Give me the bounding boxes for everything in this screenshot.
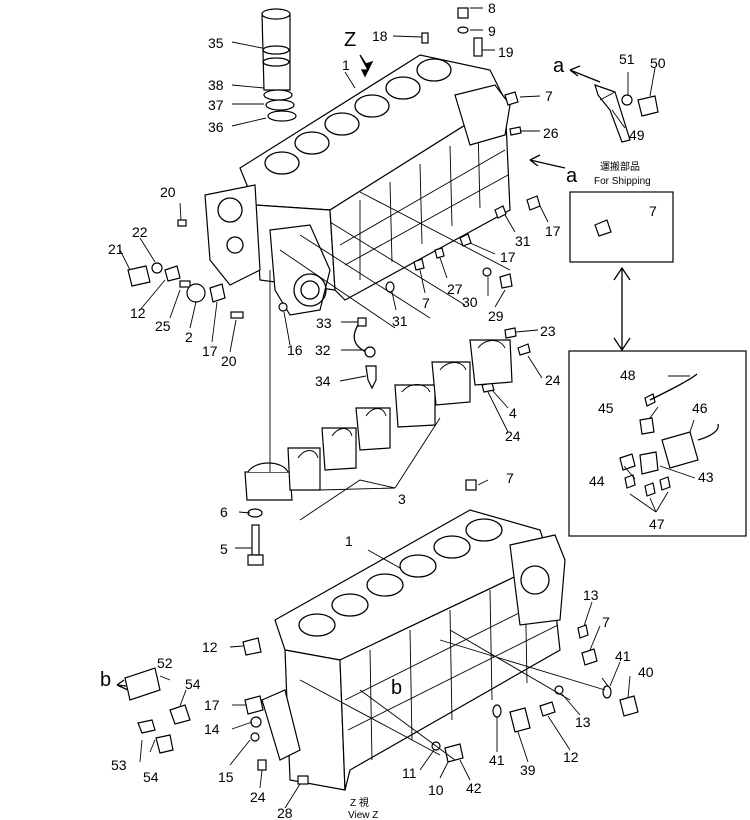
callout-10: 10: [428, 782, 444, 798]
callout-30: 30: [462, 294, 478, 310]
callout-21: 21: [108, 241, 124, 257]
callout-40: 40: [638, 664, 654, 680]
double-arrow: [613, 266, 631, 352]
callout-39: 39: [520, 762, 536, 778]
callout-26: 26: [543, 125, 559, 141]
callout-31: 31: [515, 233, 531, 249]
block-b-label: b: [391, 677, 402, 699]
callout-17: 17: [500, 249, 516, 265]
callout-31: 31: [392, 313, 408, 329]
callout-7: 7: [649, 203, 657, 219]
view-z-label-jp: Z 視: [350, 796, 369, 809]
callout-43: 43: [698, 469, 714, 485]
callout-13: 13: [575, 714, 591, 730]
callout-14: 14: [204, 721, 220, 737]
callout-12: 12: [563, 749, 579, 765]
callout-2: 2: [185, 329, 193, 345]
callout-3: 3: [398, 491, 406, 507]
main-bearing-caps: [244, 339, 513, 501]
callout-7: 7: [545, 88, 553, 104]
callout-labels: 1 1 2 3 4 5 6 7 7 7 7 7 8 9 10 11 12 12 …: [108, 0, 714, 820]
callout-7: 7: [506, 470, 514, 486]
shipping-label-jp: 運搬部品: [600, 160, 640, 173]
sensor-parts-box: [568, 350, 747, 537]
callout-54: 54: [185, 676, 201, 692]
sensor-parts: [619, 373, 719, 497]
callout-16: 16: [287, 342, 303, 358]
callout-42: 42: [466, 780, 482, 796]
lower-cylinder-block: [261, 509, 566, 791]
arrow-b-label: b: [100, 669, 111, 691]
callout-51: 51: [619, 51, 635, 67]
callout-24: 24: [545, 372, 561, 388]
cylinder-liner-assembly: [261, 8, 297, 122]
shipping-part-box: [569, 191, 674, 263]
callout-38: 38: [208, 77, 224, 93]
callout-11: 11: [402, 765, 417, 781]
callout-29: 29: [488, 308, 504, 324]
callout-24: 24: [250, 789, 266, 805]
callout-22: 22: [132, 224, 148, 240]
callout-17: 17: [202, 343, 218, 359]
callout-1: 1: [342, 57, 350, 73]
arrow-a-label-top: a: [553, 55, 565, 77]
callout-1: 1: [345, 533, 353, 549]
callout-45: 45: [598, 400, 614, 416]
callout-37: 37: [208, 97, 224, 113]
callout-6: 6: [220, 504, 228, 520]
callout-46: 46: [692, 400, 708, 416]
callout-17: 17: [545, 223, 561, 239]
callout-28: 28: [277, 805, 293, 820]
callout-33: 33: [316, 315, 332, 331]
callout-41: 41: [615, 648, 631, 664]
callout-17: 17: [204, 697, 220, 713]
arrow-a-label-right: a: [566, 165, 578, 187]
callout-20: 20: [221, 353, 237, 369]
callout-54: 54: [143, 769, 159, 785]
callout-25: 25: [155, 318, 171, 334]
shipping-label-en: For Shipping: [594, 176, 651, 187]
callout-13: 13: [583, 587, 599, 603]
callout-47: 47: [649, 516, 665, 532]
callout-8: 8: [488, 0, 496, 16]
callout-36: 36: [208, 119, 224, 135]
callout-12: 12: [202, 639, 218, 655]
callout-23: 23: [540, 323, 556, 339]
callout-24: 24: [505, 428, 521, 444]
callout-5: 5: [220, 541, 228, 557]
callout-35: 35: [208, 35, 224, 51]
callout-41: 41: [489, 752, 505, 768]
callout-4: 4: [509, 405, 517, 421]
shipping-bracket: [594, 84, 659, 143]
callout-7: 7: [422, 295, 430, 311]
callout-20: 20: [160, 184, 176, 200]
view-z-letter: Z: [344, 29, 356, 51]
callout-9: 9: [488, 23, 496, 39]
callout-44: 44: [589, 473, 605, 489]
view-z-label-en: View Z: [348, 810, 378, 820]
callout-52: 52: [157, 655, 173, 671]
callout-7: 7: [602, 614, 610, 630]
callout-48: 48: [620, 367, 636, 383]
callout-27: 27: [447, 281, 463, 297]
callout-12: 12: [130, 305, 146, 321]
upper-cylinder-block: [204, 54, 511, 316]
callout-53: 53: [111, 757, 127, 773]
callout-19: 19: [498, 44, 514, 60]
callout-15: 15: [218, 769, 234, 785]
callout-32: 32: [315, 342, 331, 358]
callout-34: 34: [315, 373, 331, 389]
leader-lines: [116, 7, 696, 809]
lower-small-parts: [124, 479, 639, 785]
upper-small-parts: [127, 7, 541, 393]
reference-letters: Z a a b b 運搬部品 For Shipping Z 視 View Z: [100, 29, 651, 820]
callout-18: 18: [372, 28, 388, 44]
callout-50: 50: [650, 55, 666, 71]
cap-bolts: [247, 508, 264, 566]
callout-49: 49: [629, 127, 645, 143]
